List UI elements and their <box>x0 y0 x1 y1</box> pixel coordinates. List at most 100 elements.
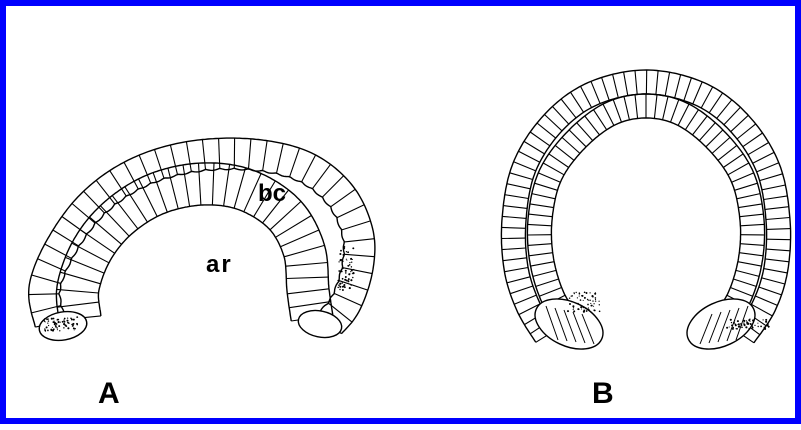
cell-wall <box>286 277 328 278</box>
cell-wall <box>331 189 355 206</box>
cell-wall <box>313 164 331 188</box>
cell-wall <box>100 206 129 237</box>
cell-wall <box>287 289 329 294</box>
panel-a-endoderm <box>56 163 332 321</box>
cell-wall <box>671 100 679 123</box>
cell-wall <box>529 253 553 256</box>
cell-wall <box>60 272 100 284</box>
cell-wall <box>585 116 600 135</box>
cell-wall <box>57 302 99 307</box>
cell-wall <box>186 142 191 172</box>
cell-wall <box>290 148 300 176</box>
panel-a-right-lip <box>296 307 344 342</box>
cell-wall <box>503 258 527 261</box>
panel-b-outer-layer-outer-edge <box>525 94 766 330</box>
cell-wall <box>737 194 760 199</box>
cell-wall <box>665 72 669 96</box>
cell-wall <box>699 123 715 141</box>
cell-wall <box>528 244 552 246</box>
cell-wall <box>712 137 730 153</box>
cell-wall <box>284 245 324 256</box>
cell-wall <box>503 206 527 209</box>
cell-wall <box>502 227 526 228</box>
cell-wall <box>739 253 763 256</box>
cell-wall <box>561 99 576 118</box>
cell-wall <box>765 207 789 210</box>
cell-wall <box>533 270 556 276</box>
cell-wall <box>764 196 788 200</box>
cell-wall <box>735 183 758 190</box>
cell-wall <box>675 75 681 98</box>
cell-wall <box>760 174 783 181</box>
panel-b-label: B <box>592 379 614 409</box>
cell-wall <box>737 124 756 139</box>
cell-wall <box>342 221 371 230</box>
cell-wall <box>591 81 600 103</box>
cell-wall <box>502 216 526 218</box>
cell-wall <box>537 123 556 138</box>
cell-wall <box>302 155 316 182</box>
cell-wall <box>345 254 375 256</box>
cell-wall <box>762 185 786 190</box>
cell-wall <box>740 214 764 217</box>
cell-wall <box>706 130 723 147</box>
cell-wall <box>685 110 698 130</box>
archenteron-label: ar <box>206 253 233 277</box>
cell-wall <box>277 144 284 173</box>
cell-wall <box>581 86 592 107</box>
cell-wall <box>740 224 764 225</box>
cell-wall <box>65 257 104 273</box>
blastocoel-label: bc <box>258 182 286 206</box>
cell-wall <box>757 163 779 172</box>
cell-wall <box>90 217 122 244</box>
panel-a-label: A <box>98 379 120 409</box>
cell-wall <box>603 104 614 125</box>
cell-wall <box>635 95 638 119</box>
cell-wall <box>323 176 344 197</box>
cell-wall <box>684 78 692 101</box>
cell-wall <box>764 269 788 273</box>
cell-wall <box>276 216 312 238</box>
cell-wall <box>514 162 536 171</box>
cell-wall <box>555 145 574 160</box>
cell-wall <box>84 191 105 213</box>
cell-wall <box>549 154 569 168</box>
cell-wall <box>728 163 749 175</box>
cell-wall <box>577 123 593 141</box>
cell-wall <box>594 110 607 130</box>
cell-wall <box>545 115 563 131</box>
cell-wall <box>765 259 789 262</box>
cell-wall <box>289 302 331 308</box>
cell-wall <box>155 150 164 179</box>
cell-wall <box>613 74 619 97</box>
cell-wall <box>766 218 790 220</box>
cell-wall <box>514 295 536 304</box>
cell-wall <box>731 115 749 131</box>
cell-wall <box>755 296 777 305</box>
cell-wall <box>738 262 762 266</box>
cell-wall <box>767 239 791 240</box>
panel-a-endoderm-outer-edge <box>98 205 291 321</box>
cell-wall <box>718 145 737 160</box>
cell-wall <box>624 72 628 96</box>
cell-wall <box>748 143 769 155</box>
cell-wall <box>507 184 530 189</box>
cell-wall <box>263 141 267 171</box>
cell-wall <box>183 165 190 207</box>
cell-wall <box>766 249 790 251</box>
cell-wall <box>531 262 555 266</box>
cell-wall <box>736 270 759 276</box>
cell-wall <box>334 294 361 306</box>
cell-wall <box>709 93 722 113</box>
panel-a-left-lip <box>37 308 89 344</box>
cell-wall <box>202 140 205 170</box>
cell-wall <box>539 288 561 297</box>
cell-wall <box>57 289 99 293</box>
cell-wall <box>530 132 550 146</box>
cell-wall <box>505 195 529 199</box>
cell-wall <box>678 104 689 125</box>
cell-wall <box>519 151 540 162</box>
cell-wall <box>743 133 763 147</box>
cell-wall <box>124 162 138 189</box>
